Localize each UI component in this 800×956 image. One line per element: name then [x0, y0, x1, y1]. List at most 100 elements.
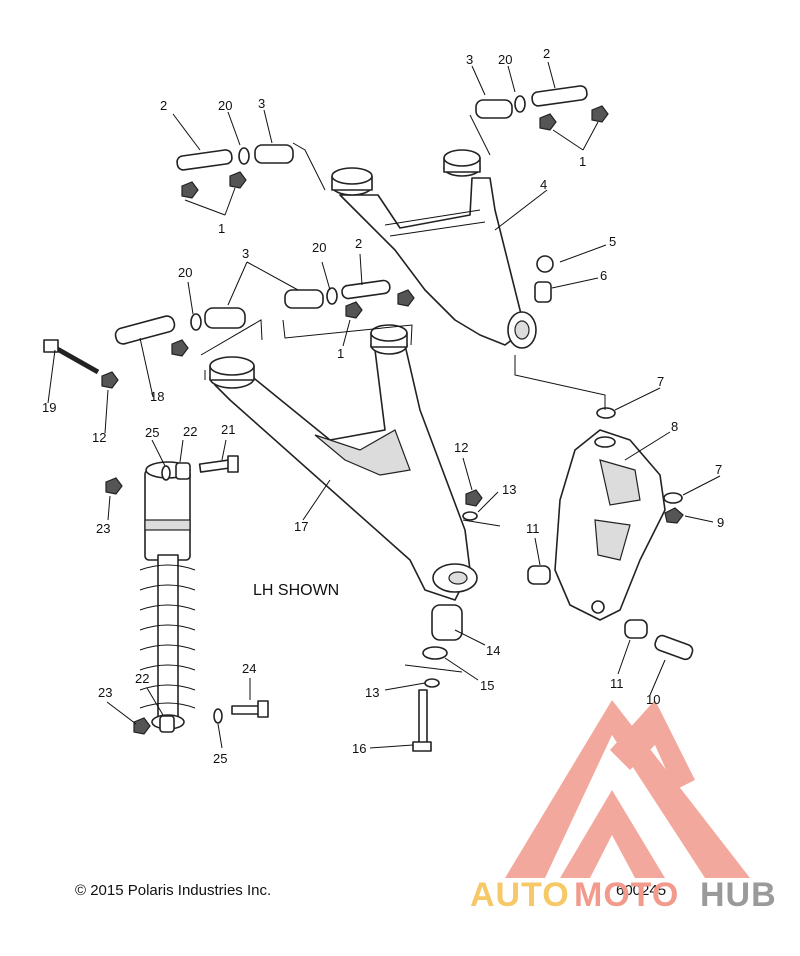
retaining-ring-5 [536, 255, 554, 273]
nut-23-b [133, 717, 151, 735]
nut-1-d [591, 105, 609, 123]
bushing-11-a [527, 565, 551, 585]
watermark-word-2: MOTO [574, 876, 679, 914]
callout-1: 1 [218, 221, 225, 236]
spindle-knuckle [554, 429, 666, 621]
washer-20-a [238, 147, 250, 165]
callout-14: 14 [486, 643, 500, 658]
callout-25: 25 [213, 751, 227, 766]
callout-20: 20 [498, 52, 512, 67]
bolt-16 [412, 689, 432, 752]
bushing-3-a [254, 144, 294, 164]
bushing-3-b [475, 99, 513, 119]
bolt-21 [198, 455, 239, 473]
bolt-24 [231, 700, 269, 718]
callout-3: 3 [242, 246, 249, 261]
callout-3: 3 [466, 52, 473, 67]
callout-23: 23 [98, 685, 112, 700]
callout-3: 3 [258, 96, 265, 111]
callout-4: 4 [540, 177, 547, 192]
callout-11: 11 [610, 676, 624, 691]
callout-12: 12 [454, 440, 468, 455]
callout-1: 1 [337, 346, 344, 361]
lower-a-arm [209, 324, 478, 601]
pivot-pin-18 [114, 315, 176, 345]
washer-7-a [596, 407, 616, 419]
callout-21: 21 [221, 422, 235, 437]
bushing-11-b [624, 619, 648, 639]
callout-15: 15 [480, 678, 494, 693]
washer-25-b [213, 708, 223, 724]
upper-a-arm [331, 149, 537, 349]
nut-9 [664, 507, 684, 524]
nut-23-a [105, 477, 123, 495]
leader-lines [47, 61, 721, 749]
callout-16: 16 [352, 741, 366, 756]
callout-6: 6 [600, 268, 607, 283]
callout-10: 10 [646, 692, 660, 707]
watermark-text: AUTO MOTO HUB [470, 876, 777, 914]
washer-20-c [190, 313, 202, 331]
copyright-notice: © 2015 Polaris Industries Inc. [75, 882, 271, 899]
callout-25: 25 [145, 425, 159, 440]
callout-13: 13 [502, 482, 516, 497]
watermark-logo [505, 700, 750, 878]
callout-17: 17 [294, 519, 308, 534]
callout-13: 13 [365, 685, 379, 700]
washer-25-a [161, 465, 171, 481]
callout-8: 8 [671, 419, 678, 434]
ball-joint-6 [534, 281, 552, 303]
retaining-ring-15 [422, 646, 448, 660]
bushing-14 [431, 604, 463, 641]
callout-2: 2 [355, 236, 362, 251]
callout-19: 19 [42, 400, 56, 415]
callout-23: 23 [96, 521, 110, 536]
callout-22: 22 [135, 671, 149, 686]
nut-1-f [397, 289, 415, 307]
callout-24: 24 [242, 661, 256, 676]
washer-20-b [514, 95, 526, 113]
callout-18: 18 [150, 389, 164, 404]
callout-20: 20 [178, 265, 192, 280]
watermark-word-3: HUB [700, 876, 777, 914]
callout-11: 11 [526, 521, 540, 536]
callout-7: 7 [715, 462, 722, 477]
nut-1-c [539, 113, 557, 131]
pivot-pin-2-b [531, 85, 588, 107]
pivot-pin-2-c [341, 279, 391, 300]
spacer-22-b [159, 715, 175, 733]
callout-20: 20 [312, 240, 326, 255]
spacer-22-a [175, 462, 191, 480]
nut-1-b [229, 171, 247, 189]
callout-1: 1 [579, 154, 586, 169]
pivot-pin-2-a [176, 149, 233, 171]
nut-1-g [171, 339, 189, 357]
nut-12-a [101, 371, 119, 389]
callout-labels: 2 20 3 1 3 20 2 1 4 5 6 3 20 20 2 1 18 1… [42, 46, 724, 766]
bushing-3-d [284, 289, 324, 309]
bolt-19 [43, 339, 100, 375]
washer-13-a [462, 511, 478, 521]
callout-12: 12 [92, 430, 106, 445]
watermark-word-1: AUTO [470, 876, 570, 914]
callout-5: 5 [609, 234, 616, 249]
callout-20: 20 [218, 98, 232, 113]
callout-2: 2 [543, 46, 550, 61]
washer-13-b [424, 678, 440, 688]
view-caption: LH SHOWN [253, 582, 339, 599]
sleeve-10 [654, 634, 694, 661]
bushing-3-c [204, 307, 246, 329]
callout-22: 22 [183, 424, 197, 439]
nut-1-e [345, 301, 363, 319]
washer-7-b [663, 492, 683, 504]
nut-12-b [465, 489, 483, 507]
callout-2: 2 [160, 98, 167, 113]
washer-20-d [326, 287, 338, 305]
nut-1-a [181, 181, 199, 199]
callout-9: 9 [717, 515, 724, 530]
callout-7: 7 [657, 374, 664, 389]
figure-number: 600245 [616, 882, 666, 899]
shock-absorber [139, 461, 196, 730]
